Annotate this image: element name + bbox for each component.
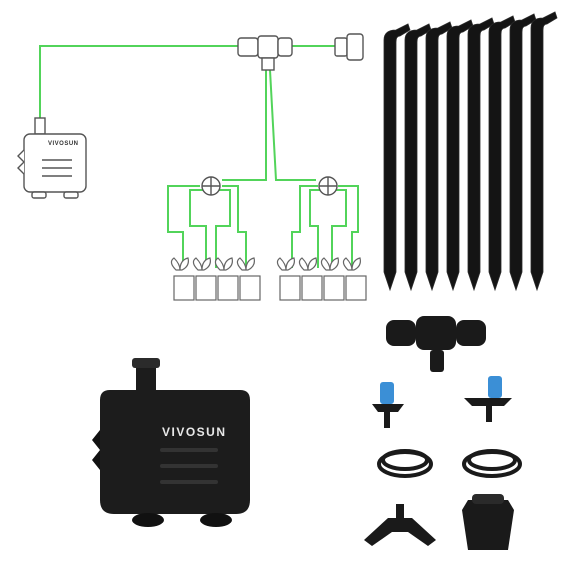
drip-stake-icon [530,11,558,292]
end-plug-icon [334,33,364,61]
drip-stake-icon [467,17,495,292]
pump-brand-label: VIVOSUN [162,425,227,439]
water-pump-icon [17,117,87,199]
tee-connector-photo [386,316,486,372]
potted-plant-icon [170,257,195,301]
potted-plant-icon [236,257,261,301]
tubing-coil-icon-right [462,449,522,478]
drip-stake-icon [425,21,453,292]
drip-stake-icon [488,15,516,292]
manifold-icon-left [201,176,221,196]
tee-connector-icon [237,35,293,71]
suction-cup-icon [462,494,514,550]
drip-stake-icon [383,23,411,292]
submersible-pump-icon [92,358,250,527]
adjustable-dripper-icon-right [464,376,512,422]
tubing-layout [39,45,359,268]
tubing-coil-icon-left [377,449,433,478]
drip-stakes [383,11,558,292]
potted-plant-icon [298,257,323,301]
potted-plant-icon [192,257,217,301]
potted-plant-icon [342,257,367,301]
diagram-brand-label: VIVOSUN [48,141,79,147]
fork-connector-icon [364,504,436,546]
drip-stake-icon [446,19,474,292]
adjustable-dripper-icon-left [372,382,404,428]
drip-stake-icon [509,13,537,292]
potted-plant-icon [214,257,239,301]
manifold-icon-right [318,176,338,196]
potted-plants [170,257,367,301]
potted-plant-icon [320,257,345,301]
drip-stake-icon [404,23,432,292]
potted-plant-icon [276,257,301,301]
